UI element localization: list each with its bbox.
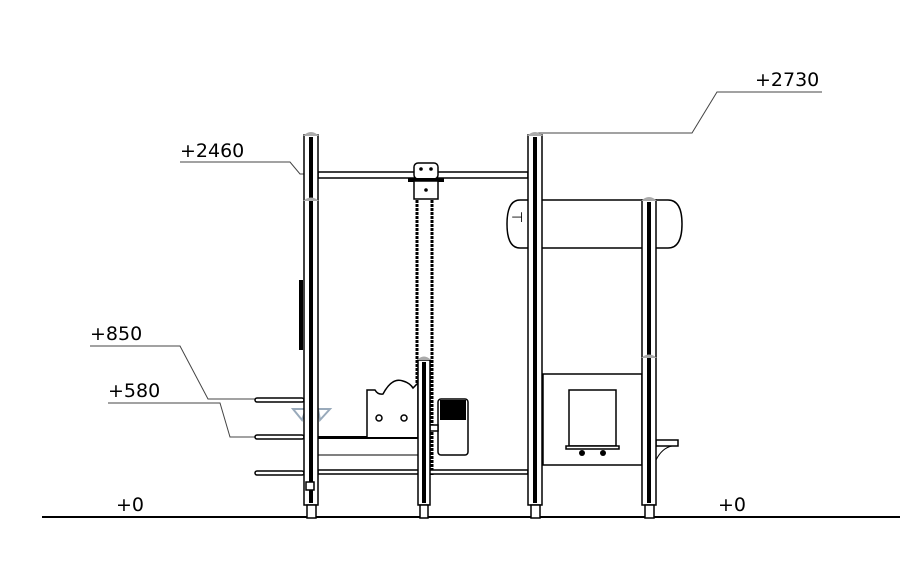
elevation-label-850: +850 xyxy=(90,323,142,345)
post-tall-right xyxy=(527,132,543,519)
post-left xyxy=(299,132,319,519)
elevation-label-2460: +2460 xyxy=(180,140,244,162)
elevation-label-ground-right: +0 xyxy=(718,494,746,516)
spinning-drum xyxy=(429,398,469,456)
post-short-right xyxy=(641,197,657,519)
elevation-label-ground-left: +0 xyxy=(116,494,144,516)
post-middle xyxy=(417,356,431,519)
bench-rails xyxy=(304,436,529,475)
elevation-label-580: +580 xyxy=(108,380,160,402)
pulley-bracket xyxy=(408,162,444,200)
elevation-label-2730: +2730 xyxy=(755,69,819,91)
panel xyxy=(542,373,643,466)
hook-icon: ⊣ xyxy=(511,210,523,226)
side-spout xyxy=(655,439,679,461)
seat-back xyxy=(366,379,419,437)
step-pegs xyxy=(254,397,305,476)
sign-board: ⊣ xyxy=(506,199,683,249)
